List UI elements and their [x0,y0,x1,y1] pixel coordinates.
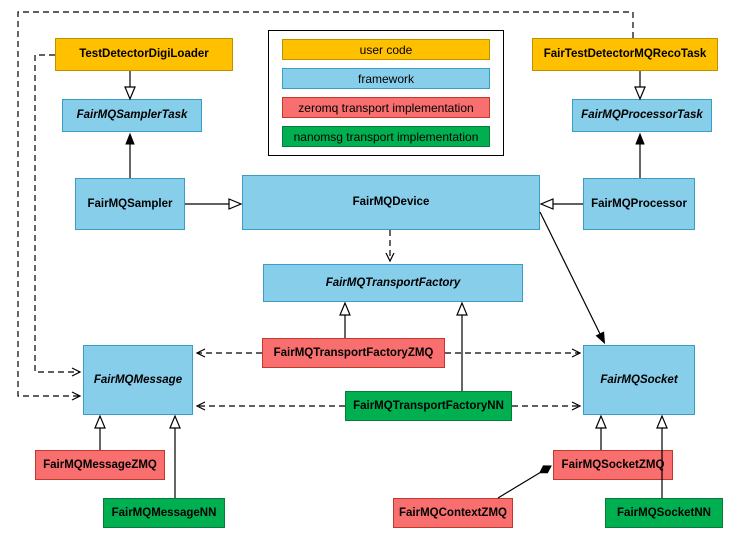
edge-device-socket [539,211,606,345]
node-fairmqprocessortask: FairMQProcessorTask [572,99,712,132]
node-testdetectordigiloader: TestDetectorDigiLoader [55,38,233,71]
node-fairmqcontextzmq: FairMQContextZMQ [393,498,513,528]
node-fairmqsampler: FairMQSampler [75,178,185,230]
node-fairmqtransportfactoryzmq: FairMQTransportFactoryZMQ [262,338,445,368]
node-fairtestdetectormqrecotask: FairTestDetectorMQRecoTask [532,38,718,71]
node-fairmqsamplertask: FairMQSamplerTask [62,99,202,132]
node-fairmqdevice: FairMQDevice [242,175,540,230]
legend: user code framework zeromq transport imp… [268,30,504,156]
edge-contextzmq-socketzmq [497,465,552,499]
node-fairmqsocketzmq: FairMQSocketZMQ [553,450,673,480]
node-fairmqsocketnn: FairMQSocketNN [605,498,723,528]
legend-item-user-code: user code [282,39,490,60]
node-fairmqtransportfactory: FairMQTransportFactory [263,264,523,302]
node-fairmqmessagenn: FairMQMessageNN [103,498,225,528]
node-fairmqmessagezmq: FairMQMessageZMQ [35,450,165,480]
legend-item-zeromq: zeromq transport implementation [282,97,490,118]
node-fairmqtransportfactorynn: FairMQTransportFactoryNN [345,391,512,421]
node-fairmqmessage: FairMQMessage [83,345,193,415]
node-fairmqprocessor: FairMQProcessor [583,178,695,230]
node-fairmqsocket: FairMQSocket [583,345,695,415]
legend-item-nanomsg: nanomsg transport implementation [282,126,490,147]
legend-item-framework: framework [282,68,490,89]
